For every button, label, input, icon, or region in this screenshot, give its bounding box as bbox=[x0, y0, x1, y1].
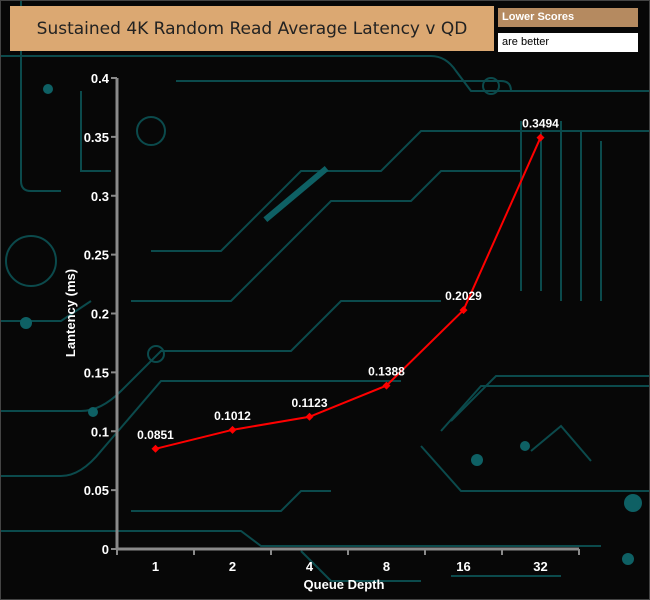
y-tick-label: 0.15 bbox=[84, 365, 109, 380]
y-tick-label: 0.4 bbox=[91, 71, 110, 86]
data-point bbox=[228, 425, 237, 434]
x-tick-label: 1 bbox=[152, 559, 159, 574]
y-tick-label: 0.25 bbox=[84, 248, 109, 263]
x-tick-label: 16 bbox=[456, 559, 470, 574]
y-axis-label: Lantency (ms) bbox=[63, 269, 78, 357]
y-tick-label: 0.2 bbox=[91, 307, 109, 322]
data-label: 0.2029 bbox=[445, 289, 482, 303]
series-line bbox=[155, 137, 542, 450]
y-tick-label: 0.1 bbox=[91, 424, 109, 439]
data-label: 0.1388 bbox=[368, 365, 405, 379]
data-point bbox=[536, 133, 545, 142]
x-tick-label: 4 bbox=[306, 559, 314, 574]
x-tick-label: 2 bbox=[229, 559, 236, 574]
x-axis-label: Queue Depth bbox=[304, 577, 385, 592]
y-tick-label: 0.3 bbox=[91, 189, 109, 204]
chart-title: Sustained 4K Random Read Average Latency… bbox=[10, 6, 494, 51]
data-point bbox=[305, 412, 314, 421]
data-label: 0.1012 bbox=[214, 409, 251, 423]
data-point bbox=[382, 381, 391, 390]
legend-entry-lower-scores: Lower Scores bbox=[498, 8, 638, 27]
data-label: 0.3494 bbox=[522, 117, 559, 131]
x-tick-label: 32 bbox=[533, 559, 547, 574]
data-label: 0.0851 bbox=[137, 428, 174, 442]
y-tick-label: 0.35 bbox=[84, 130, 109, 145]
legend-entry-are-better: are better bbox=[498, 33, 638, 52]
y-tick-label: 0 bbox=[102, 542, 109, 557]
data-point bbox=[151, 444, 160, 453]
data-label: 0.1123 bbox=[291, 396, 327, 410]
data-point bbox=[459, 306, 468, 315]
x-tick-label: 8 bbox=[383, 559, 390, 574]
y-tick-label: 0.05 bbox=[84, 483, 109, 498]
